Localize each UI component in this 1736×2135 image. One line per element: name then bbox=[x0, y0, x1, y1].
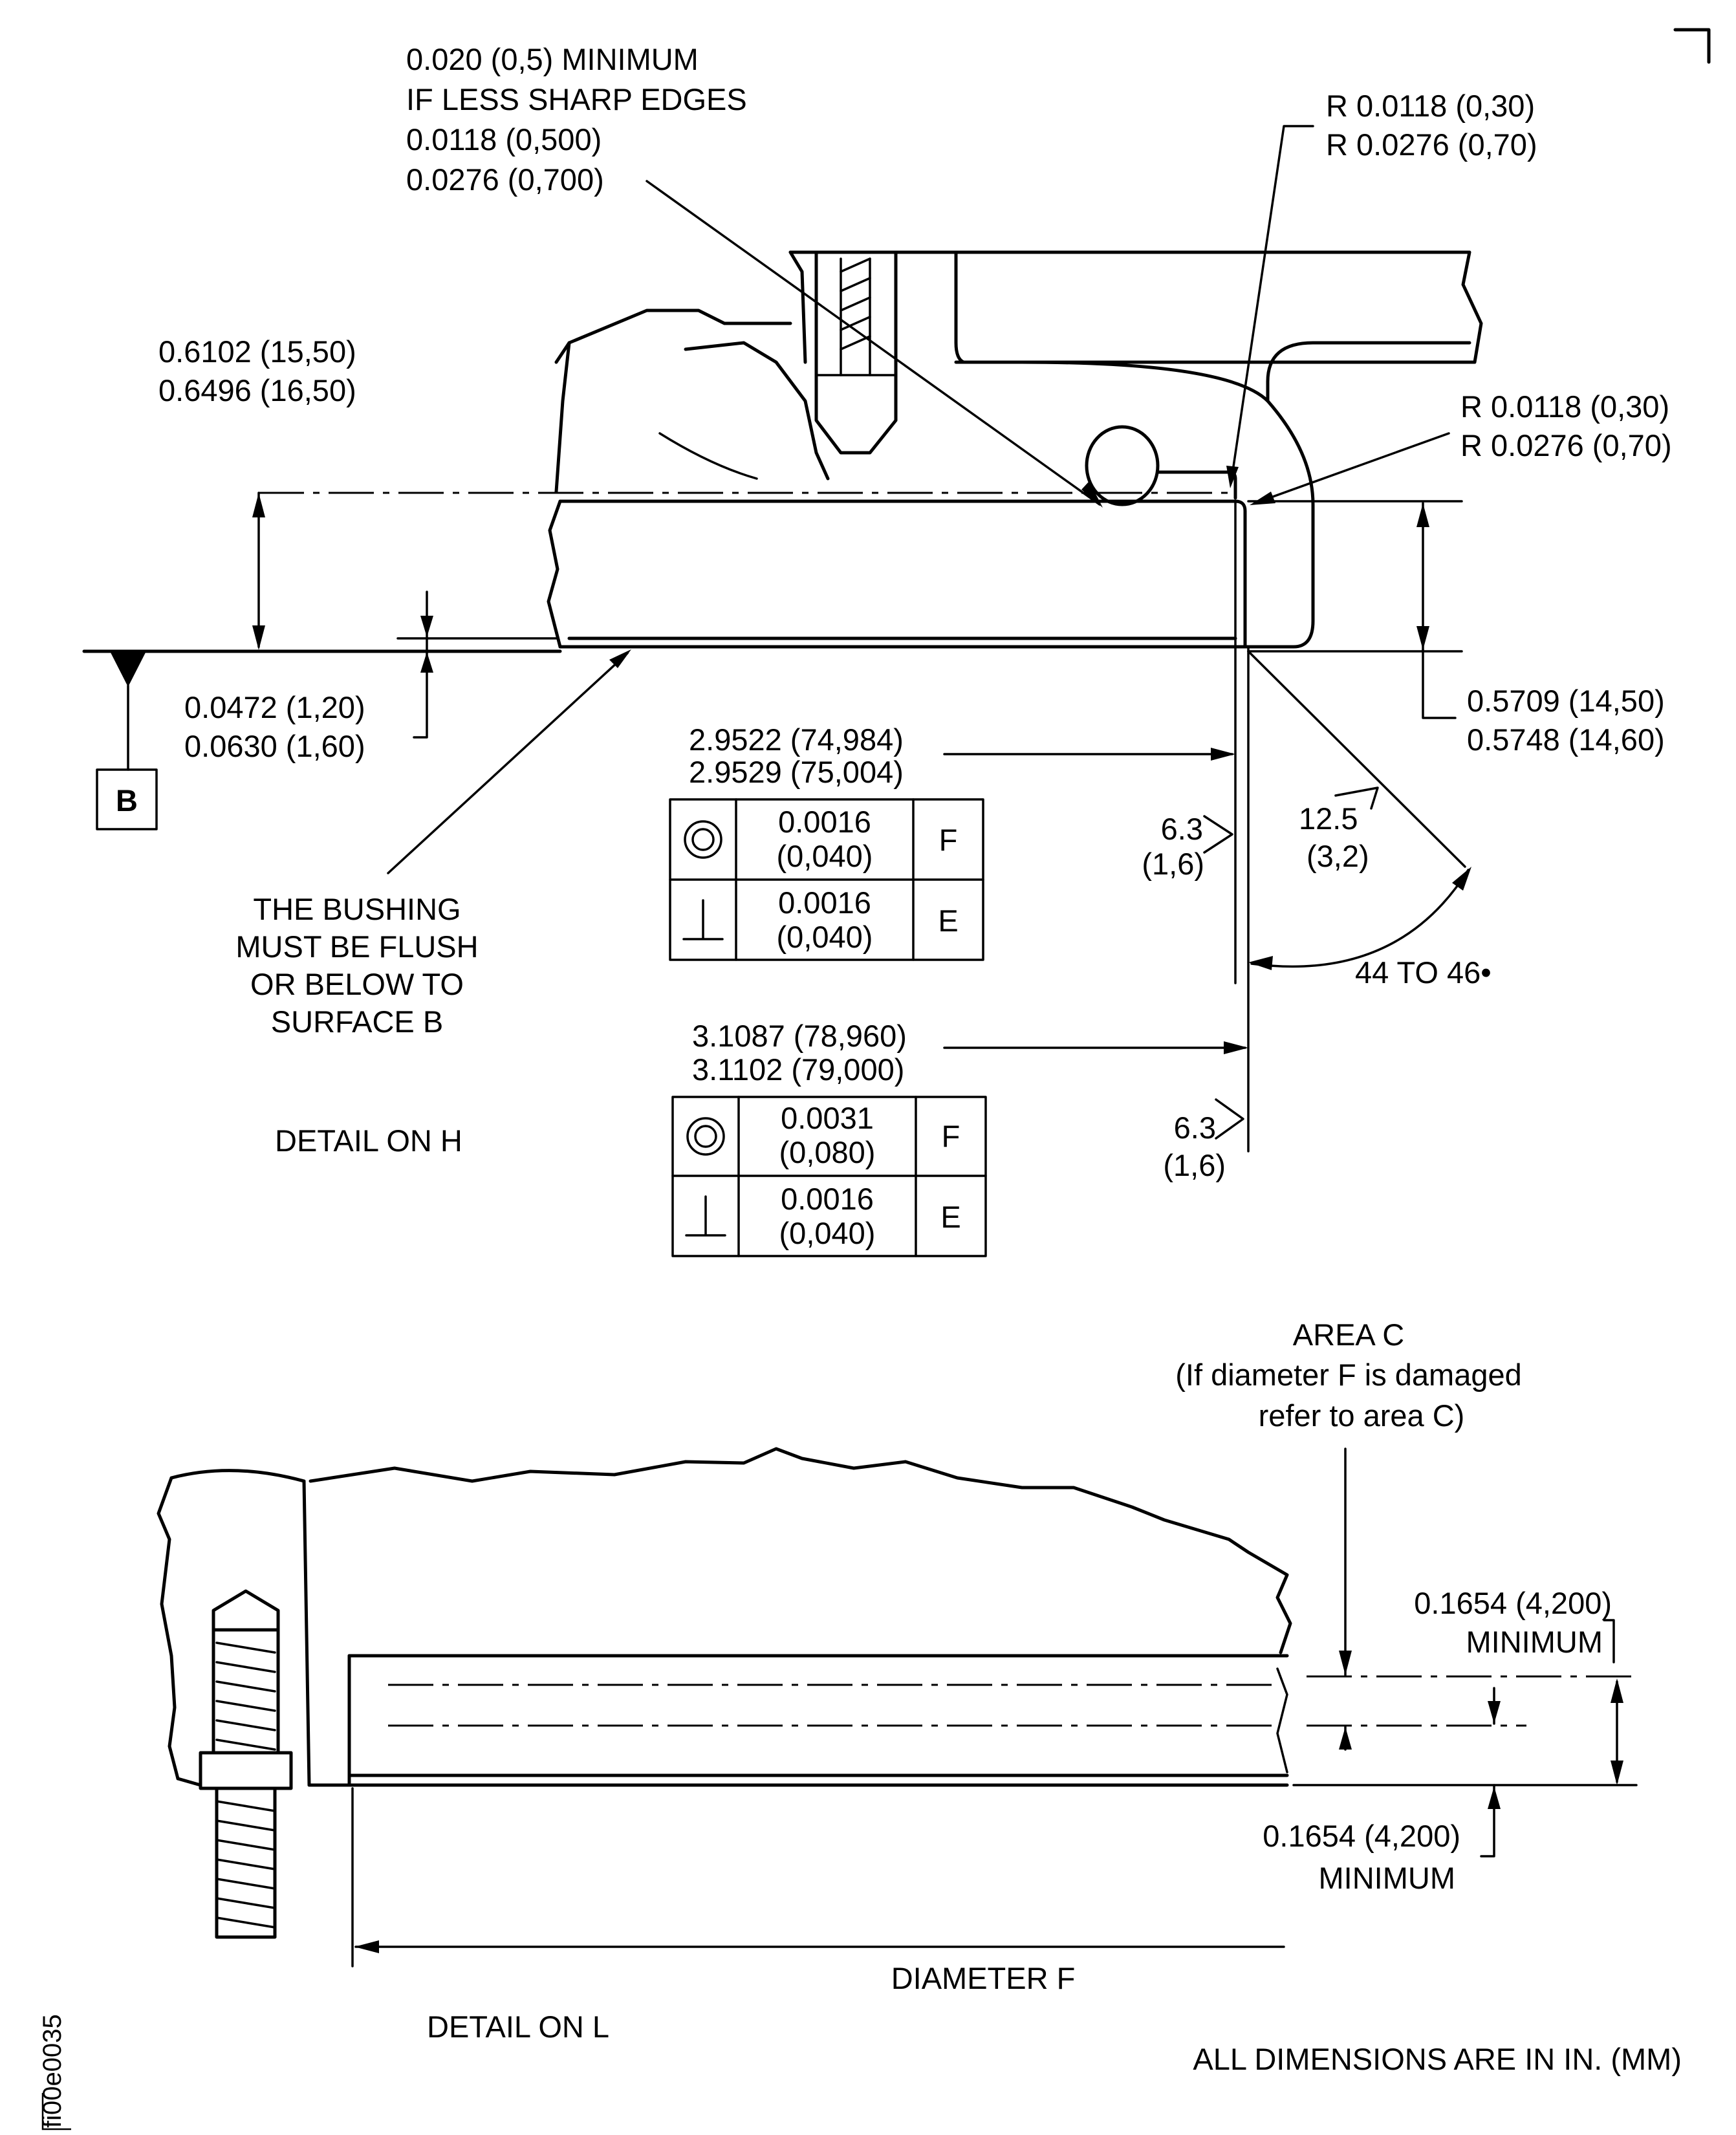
height-dimension bbox=[252, 492, 265, 650]
depth-dim-line1: 0.5709 (14,50) bbox=[1467, 684, 1665, 718]
concentricity-icon bbox=[686, 1117, 725, 1156]
angle-dimension bbox=[1248, 867, 1471, 970]
edge-note-line1: 0.020 (0,5) MINIMUM bbox=[406, 42, 699, 76]
depth-dimension bbox=[1416, 502, 1457, 719]
bushing-note-line2: MUST BE FLUSH bbox=[235, 929, 478, 964]
min-top-value: 0.1654 (4,200) bbox=[1414, 1586, 1612, 1620]
edge-note-line3: 0.0118 (0,500) bbox=[406, 122, 602, 157]
detail-h-title: DETAIL ON H bbox=[275, 1123, 462, 1158]
dia-lower-line2: 3.1102 (79,000) bbox=[692, 1052, 904, 1087]
detail-l-part bbox=[157, 1447, 1292, 1787]
frame-lower-row1-datum: F bbox=[942, 1119, 960, 1153]
frame-upper-row2-datum: E bbox=[938, 904, 958, 938]
min-dimension-top bbox=[1603, 1619, 1623, 1785]
angle-label: 44 TO 46• bbox=[1355, 955, 1492, 990]
area-c-line1: AREA C bbox=[1293, 1317, 1404, 1352]
radius-top-line1: R 0.0118 (0,30) bbox=[1326, 89, 1535, 123]
frame-upper-row1-datum: F bbox=[939, 823, 958, 857]
finish-2-unit: (3,2) bbox=[1307, 839, 1369, 873]
corner-mark bbox=[1673, 28, 1711, 64]
frame-lower-row2-datum: E bbox=[940, 1200, 960, 1234]
recess-dim-line2: 0.0630 (1,60) bbox=[184, 729, 365, 763]
depth-dim-line2: 0.5748 (14,60) bbox=[1467, 722, 1665, 757]
recess-dim-line1: 0.0472 (1,20) bbox=[184, 690, 365, 724]
frame-lower-row2-value2: (0,040) bbox=[779, 1216, 876, 1250]
frame-upper-row1-value2: (0,040) bbox=[777, 839, 873, 873]
frame-upper-row1-value1: 0.0016 bbox=[778, 805, 871, 839]
height-dim-line1: 0.6102 (15,50) bbox=[158, 334, 356, 369]
area-c-line2: (If diameter F is damaged bbox=[1175, 1358, 1522, 1392]
height-dim-line2: 0.6496 (16,50) bbox=[158, 373, 356, 407]
perpendicularity-icon bbox=[685, 1195, 726, 1237]
finish-1-unit: (1,6) bbox=[1142, 847, 1204, 881]
datum-b-label: B bbox=[116, 783, 138, 818]
stud bbox=[199, 1589, 293, 1939]
dia-lower-line1: 3.1087 (78,960) bbox=[692, 1019, 907, 1053]
feature-control-frame-lower bbox=[671, 1096, 987, 1257]
dia-upper-line1: 2.9522 (74,984) bbox=[689, 722, 904, 757]
bushing-note-line3: OR BELOW TO bbox=[250, 967, 464, 1001]
frame-lower-row1-value1: 0.0031 bbox=[781, 1101, 874, 1135]
finish-symbol-2 bbox=[1334, 786, 1379, 810]
detail-l-title: DETAIL ON L bbox=[427, 2010, 609, 2044]
recess-dimension bbox=[396, 591, 558, 739]
min-bottom-label: MINIMUM bbox=[1319, 1861, 1455, 1895]
edge-note-line2: IF LESS SHARP EDGES bbox=[406, 82, 747, 116]
dia-upper-line2: 2.9529 (75,004) bbox=[689, 755, 904, 789]
min-dimension-bottom bbox=[1480, 1687, 1501, 1858]
min-top-label: MINIMUM bbox=[1466, 1625, 1603, 1659]
feature-control-frame-upper bbox=[669, 798, 984, 961]
detail-h-part bbox=[547, 250, 1483, 649]
frame-upper-row2-value2: (0,040) bbox=[777, 920, 873, 954]
finish-3-unit: (1,6) bbox=[1163, 1148, 1226, 1182]
diameter-f-dimension bbox=[351, 1787, 1285, 1967]
frame-upper-row2-value1: 0.0016 bbox=[778, 885, 871, 920]
concentricity-icon bbox=[684, 820, 722, 859]
diameter-f-label: DIAMETER F bbox=[891, 1961, 1076, 1995]
min-bottom-value: 0.1654 (4,200) bbox=[1263, 1819, 1460, 1853]
bushing-note-line1: THE BUSHING bbox=[253, 892, 461, 926]
perpendicularity-icon bbox=[682, 899, 724, 940]
area-c-dimension bbox=[1339, 1447, 1352, 1751]
frame-lower-row1-value2: (0,080) bbox=[779, 1135, 876, 1169]
finish-symbol-1 bbox=[1203, 815, 1233, 854]
units-note: ALL DIMENSIONS ARE IN IN. (MM) bbox=[1193, 2042, 1682, 2076]
finish-3-value: 6.3 bbox=[1174, 1111, 1216, 1145]
radius-top-line2: R 0.0276 (0,70) bbox=[1326, 127, 1537, 162]
area-c-line3: refer to area C) bbox=[1259, 1398, 1465, 1433]
finish-2-value: 12.5 bbox=[1299, 801, 1358, 836]
radius-right-line2: R 0.0276 (0,70) bbox=[1460, 428, 1672, 462]
finish-1-value: 6.3 bbox=[1161, 812, 1203, 846]
radius-right-line1: R 0.0118 (0,30) bbox=[1460, 389, 1669, 424]
bushing-note-line4: SURFACE B bbox=[271, 1004, 443, 1039]
datum-b-symbol bbox=[96, 651, 158, 830]
edge-note-line4: 0.0276 (0,700) bbox=[406, 162, 604, 197]
frame-lower-row2-value1: 0.0016 bbox=[781, 1182, 874, 1216]
finish-symbol-3 bbox=[1215, 1098, 1244, 1140]
